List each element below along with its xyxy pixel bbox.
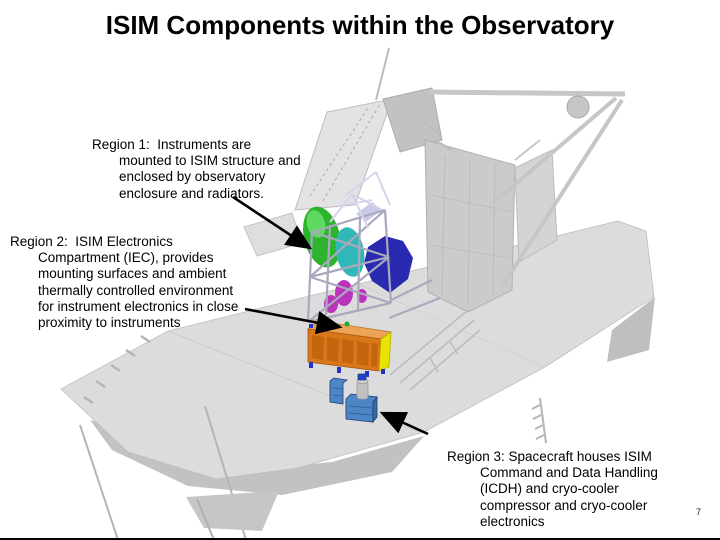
region2-annotation: Region 2: ISIM Electronics Compartment (… <box>10 234 238 331</box>
region1-annotation: Region 1: Instruments are mounted to ISI… <box>92 137 301 202</box>
region1-line: enclosure and radiators. <box>119 185 264 201</box>
region2-line: Compartment (IEC), provides <box>38 250 214 266</box>
region2-line: mounting surfaces and ambient <box>38 266 227 282</box>
mirror-backplane <box>424 139 516 313</box>
region2-line: proximity to instruments <box>38 315 181 331</box>
annotation-arrows <box>232 195 429 436</box>
region3-line: (ICDH) and cryo-cooler <box>480 481 619 497</box>
region1-line: enclosed by observatory <box>119 169 266 185</box>
region1-line: Region 1: Instruments are <box>92 137 252 152</box>
region3-line: Command and Data Handling <box>480 465 658 481</box>
iec-feet <box>309 324 385 377</box>
region3-line: Region 3: Spacecraft houses ISIM <box>447 449 652 464</box>
cryo-compressor-cylinder <box>356 373 369 400</box>
sunshield-bottom-flap <box>186 491 279 540</box>
region1-line: mounted to ISIM structure and <box>119 153 301 169</box>
cryo-box-small <box>329 377 349 405</box>
region2-line: for instrument electronics in close <box>38 298 239 314</box>
region3-line: compressor and cryo-cooler <box>480 497 648 513</box>
region1-arrow-icon <box>232 195 313 250</box>
mast <box>375 47 390 101</box>
iec-box <box>306 320 393 377</box>
region2-line: Region 2: ISIM Electronics <box>10 234 173 249</box>
radiator-panel <box>294 98 393 211</box>
page-title: ISIM Components within the Observatory <box>105 10 615 40</box>
iec-yellow-panel <box>378 331 392 372</box>
region2-arrow-icon <box>244 307 343 335</box>
slide-bottom-border <box>0 538 720 540</box>
region3-arrow-icon <box>379 411 429 436</box>
deployed-tower <box>389 309 481 391</box>
telescope-structure <box>243 47 626 391</box>
region3-annotation: Region 3: Spacecraft houses ISIM Command… <box>447 449 658 530</box>
isim-upper-truss <box>329 171 391 229</box>
secondary-mirror-circle <box>566 95 590 119</box>
iec-panels <box>312 335 378 367</box>
iec-green-dot <box>344 321 350 327</box>
cryo-cooler-units <box>329 373 378 424</box>
sunshield-under-layers <box>90 297 655 495</box>
sunshield-edge-tabs <box>83 334 151 405</box>
secondary-mirror-tripod <box>427 89 626 287</box>
page-number: 7 <box>696 507 702 517</box>
region3-line: electronics <box>480 513 545 529</box>
region2-line: thermally controlled environment <box>38 282 234 298</box>
